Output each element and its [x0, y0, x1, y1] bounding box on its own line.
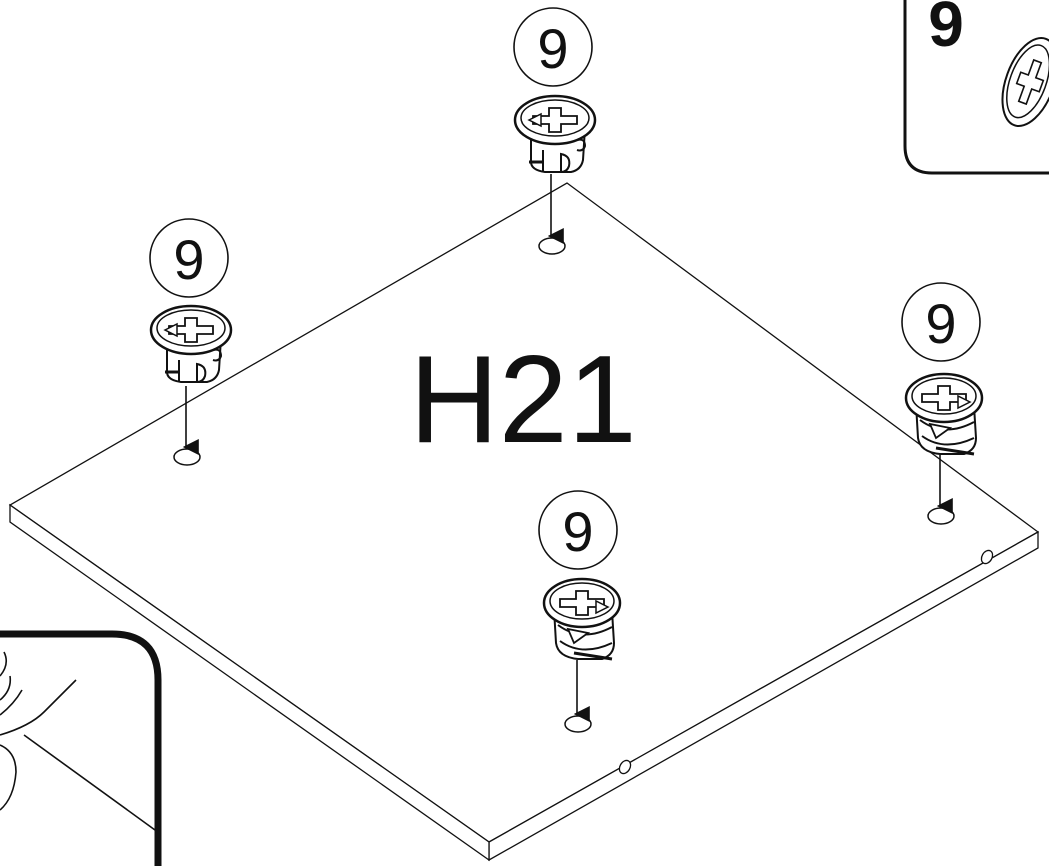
callout-number: 9 — [562, 500, 593, 563]
callout-front: 9 — [538, 490, 618, 570]
inset-bottom-left — [0, 630, 162, 866]
cam-lock-fitting-icon — [149, 304, 233, 384]
callout-number: 9 — [925, 292, 956, 355]
callout-circle — [538, 490, 618, 570]
inset-detail — [0, 675, 12, 701]
panel-h21 — [8, 182, 1040, 862]
callout-circle — [149, 218, 229, 298]
inset-top-right: 9 — [903, 0, 1049, 175]
callout-top: 9 — [513, 7, 593, 87]
cam-lock-fitting-icon — [1001, 37, 1049, 127]
inset-number: 9 — [928, 0, 964, 60]
inset-detail — [23, 734, 156, 831]
callout-number: 9 — [537, 17, 568, 80]
panel-hole-icon — [564, 715, 592, 733]
inset-detail — [0, 744, 17, 811]
panel-hole-icon — [927, 507, 955, 525]
inset-detail — [0, 651, 8, 677]
panel-label: H21 — [409, 331, 636, 469]
panel-hole-icon — [538, 237, 566, 255]
callout-left: 9 — [149, 218, 229, 298]
inset-detail — [0, 679, 77, 736]
inset-frame — [0, 630, 162, 866]
edge-hole — [618, 759, 632, 775]
callout-circle — [901, 282, 981, 362]
callout-right: 9 — [901, 282, 981, 362]
callout-number: 9 — [173, 228, 204, 291]
inset-frame — [903, 0, 1049, 175]
cam-lock-fitting-icon — [513, 94, 597, 174]
panel-hole-icon — [173, 448, 201, 466]
edge-hole — [980, 549, 994, 565]
callout-circle — [513, 7, 593, 87]
inset-detail — [0, 689, 23, 716]
panel-side-left — [9, 503, 490, 862]
